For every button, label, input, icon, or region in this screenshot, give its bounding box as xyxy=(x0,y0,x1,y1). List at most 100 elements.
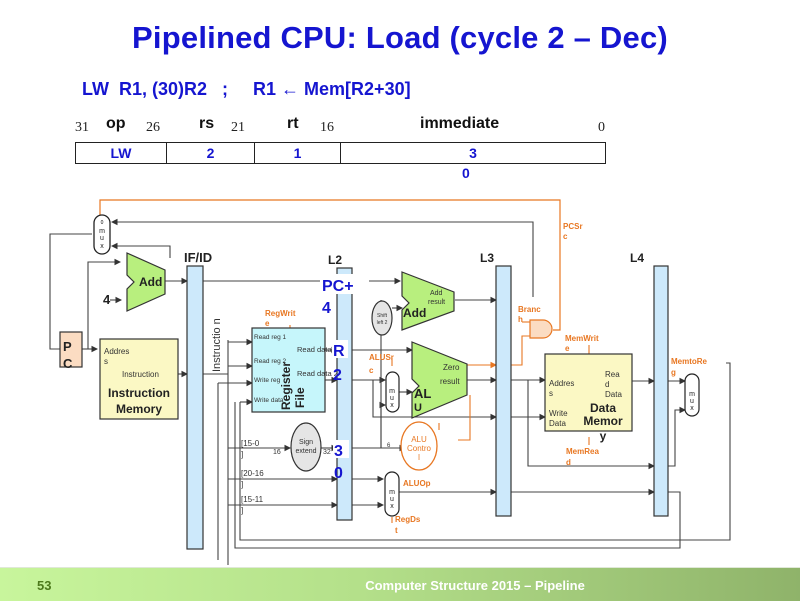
svg-text:m: m xyxy=(689,391,695,398)
dmem-address-port: Addres xyxy=(549,379,574,388)
pipeline-reg-label-l2: L2 xyxy=(328,253,342,267)
aluop-label: ALUOp xyxy=(403,479,431,488)
branch-and-gate xyxy=(529,319,553,339)
pipeline-reg-l3 xyxy=(495,265,512,517)
regfile-read-reg2: Read reg 2 xyxy=(254,358,287,365)
alu-control-label-3: l xyxy=(418,453,420,462)
bit-21: 21 xyxy=(231,120,245,135)
branch-label-2: h xyxy=(518,315,523,324)
pcsrc-label-2: c xyxy=(563,232,568,241)
field-15-0: [15-0 xyxy=(241,439,260,448)
dmem-title-2: Memor xyxy=(583,414,623,428)
data-memory: Addres s Write Data Rea d Data Data Memo… xyxy=(544,353,633,443)
alu-label: AL xyxy=(414,386,431,401)
pcsrc-wire xyxy=(99,199,561,331)
pc-mux: 0 m u x xyxy=(93,214,111,255)
regfile-read-data2: Read data 2 xyxy=(297,369,338,378)
slide-footer: 53 Computer Structure 2015 – Pipeline xyxy=(0,567,800,601)
alusrc-mux: m u x xyxy=(385,371,400,413)
bit-31: 31 xyxy=(75,120,89,135)
imem-address-label-2: s xyxy=(104,357,108,366)
memtoreg-label-2: g xyxy=(671,368,676,377)
dmem-read-data-port-3: Data xyxy=(605,390,622,399)
footer-text: Computer Structure 2015 – Pipeline xyxy=(365,578,585,593)
alu-label-2: U xyxy=(414,402,422,414)
imem-address-label: Addres xyxy=(104,347,129,356)
l2-value-read-data1: R xyxy=(333,343,345,360)
field-immediate-value: 3 xyxy=(469,145,477,161)
bit-16: 16 xyxy=(320,120,334,135)
svg-text:m: m xyxy=(99,228,105,235)
field-label-rt: rt xyxy=(287,115,299,132)
field-rt-value: 1 xyxy=(255,143,341,163)
pipeline-reg-if-id xyxy=(186,265,204,550)
field-20-16: [20-16 xyxy=(241,469,264,478)
svg-text:x: x xyxy=(390,402,394,409)
control-labels: PCSr c RegWrit e ALUSr c Branc h MemWrit… xyxy=(265,222,708,535)
memread-label-2: d xyxy=(566,458,571,467)
dmem-write-data-port-2: Data xyxy=(549,419,566,428)
sign-extend-label-2: extend xyxy=(295,448,316,455)
l2-value-immediate-2: 0 xyxy=(334,465,343,482)
memwrite-label: MemWrit xyxy=(565,334,599,343)
dmem-read-data-port-2: d xyxy=(605,380,609,389)
dmem-read-data-port: Rea xyxy=(605,370,620,379)
regdst-label: RegDs xyxy=(395,515,421,524)
svg-text:x: x xyxy=(390,503,394,510)
pipeline-reg-label-l4: L4 xyxy=(630,251,644,265)
memtoreg-label: MemtoRe xyxy=(671,357,708,366)
bit-0: 0 xyxy=(598,120,605,135)
regfile-write-data: Write data xyxy=(254,397,284,404)
alu-control-width: 6 xyxy=(387,443,391,449)
bit-26: 26 xyxy=(146,120,160,135)
svg-text:u: u xyxy=(100,235,104,242)
pcsrc-label: PCSr xyxy=(563,222,583,231)
regwrite-label: RegWrit xyxy=(265,309,296,318)
instruction-bus-label: Instructio n xyxy=(211,318,223,372)
dmem-title: Data xyxy=(590,401,616,415)
branch-label: Branc xyxy=(518,305,541,314)
branch-adder: Add Add result xyxy=(401,271,455,331)
slide-title: Pipelined CPU: Load (cycle 2 – Dec) xyxy=(132,20,668,55)
field-15-11: [15-11 xyxy=(241,495,264,504)
field-label-immediate: immediate xyxy=(420,115,500,132)
field-20-16-close: ] xyxy=(241,480,243,489)
field-label-op: op xyxy=(106,115,126,132)
regwrite-label-2: e xyxy=(265,319,270,328)
pipeline-reg-l4 xyxy=(653,265,669,517)
regfile-write-reg: Write reg xyxy=(254,377,281,384)
svg-text:u: u xyxy=(390,496,394,503)
regfile-read-data1: Read data 1 xyxy=(297,345,338,354)
regfile-title: Register xyxy=(279,362,293,410)
imem-title-2: Memory xyxy=(116,402,162,416)
if-adder-label: Add xyxy=(139,275,162,289)
regdst-mux: m u x xyxy=(384,471,400,517)
svg-text:x: x xyxy=(100,243,104,250)
memread-label: MemRea xyxy=(566,447,599,456)
sign-in-width: 16 xyxy=(273,449,281,456)
instruction-fields-table: LW 2 1 3 xyxy=(75,142,606,164)
imem-instruction-port: Instruction xyxy=(122,370,159,379)
alu-control-label-2: Contro xyxy=(407,444,432,453)
branch-adder-result: Add xyxy=(430,290,443,297)
sign-extend: Sign extend 16 32 xyxy=(273,422,331,472)
alusrc-label-2: c xyxy=(369,366,374,375)
instruction-memory: Addres s Instruction Instruction Memory xyxy=(99,338,179,420)
svg-text:u: u xyxy=(390,395,394,402)
field-op-value: LW xyxy=(76,143,167,163)
sign-out-width: 32 xyxy=(323,449,331,456)
program-counter: P C xyxy=(59,331,83,371)
shift-left-label: Shift xyxy=(377,313,388,319)
immediate-overflow-digit: 0 xyxy=(462,165,470,181)
alu-zero-port: Zero xyxy=(443,363,460,372)
field-15-11-close: ] xyxy=(241,506,243,515)
svg-text:m: m xyxy=(389,388,395,395)
field-rs-value: 2 xyxy=(167,143,255,163)
svg-text:m: m xyxy=(389,489,395,496)
branch-adder-label: Add xyxy=(403,306,426,320)
sign-extend-label: Sign xyxy=(299,439,313,446)
pipeline-reg-label-if-id: IF/ID xyxy=(184,250,212,265)
alusrc-label: ALUSr xyxy=(369,353,394,362)
constant-four: 4 xyxy=(103,292,111,307)
